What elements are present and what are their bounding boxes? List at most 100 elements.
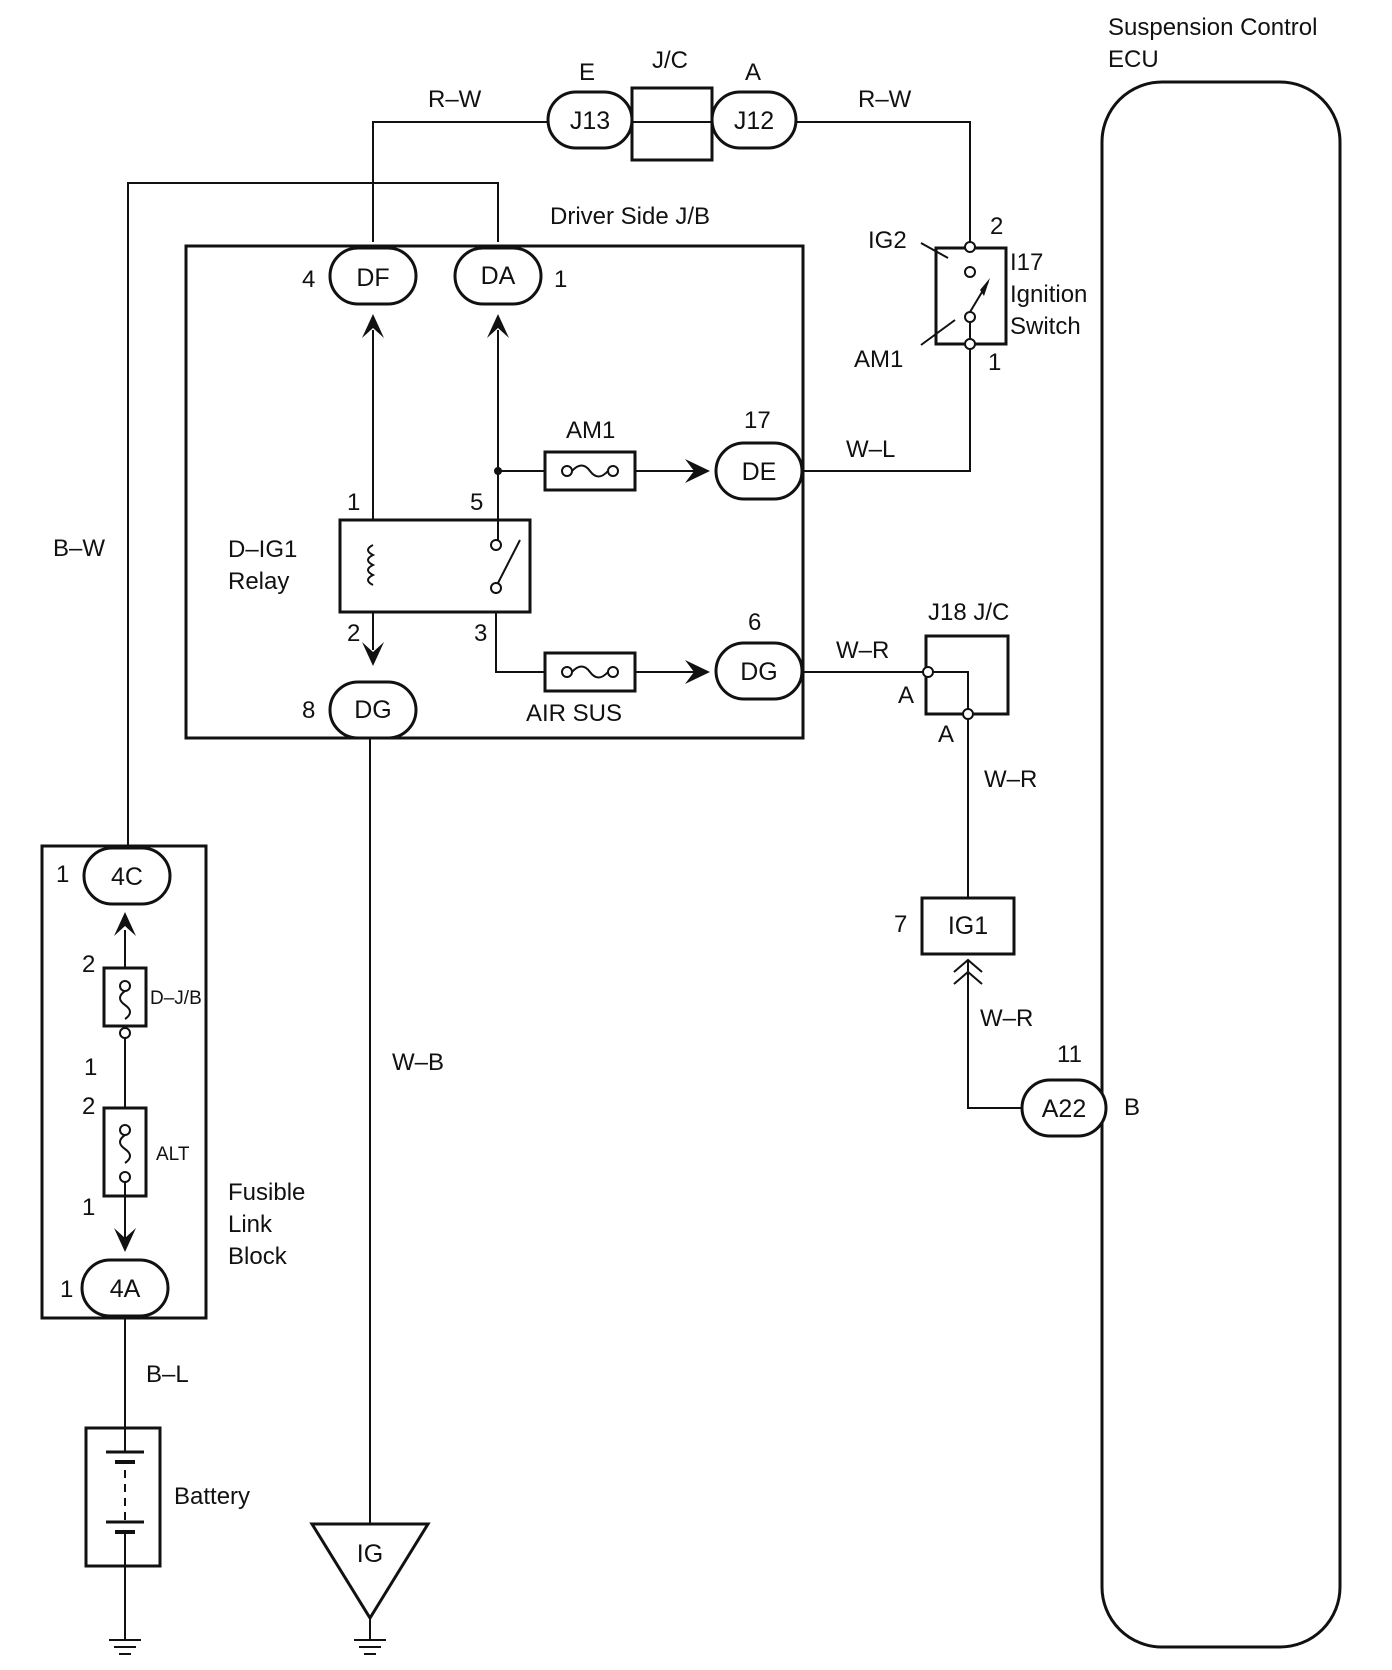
jc-top-left-letter: E bbox=[579, 59, 595, 86]
connector-dg-bottom-pin: 8 bbox=[302, 697, 315, 724]
jc-top-right-letter: A bbox=[745, 59, 761, 86]
fuse-am1-label: AM1 bbox=[566, 417, 615, 444]
jb-title: Driver Side J/B bbox=[550, 203, 710, 230]
wire-label-rw-right: R–W bbox=[858, 86, 912, 113]
fuse-alt-pin-bottom: 1 bbox=[82, 1194, 95, 1221]
connector-4a-pin: 1 bbox=[60, 1276, 73, 1303]
wire-label-bw: B–W bbox=[53, 535, 105, 562]
ecu-connector-letter: B bbox=[1124, 1094, 1140, 1121]
arrow-up-4c bbox=[114, 912, 136, 936]
j18-letter-bottom: A bbox=[938, 721, 954, 748]
ig1-box bbox=[920, 896, 1016, 956]
connector-4c-label: 4C bbox=[111, 863, 143, 891]
wire-label-bl: B–L bbox=[146, 1361, 189, 1388]
fusible-link-title-line3: Block bbox=[228, 1243, 288, 1270]
ig1-pin: 7 bbox=[894, 911, 907, 938]
ecu-outline bbox=[1100, 80, 1342, 1649]
arrow-right-de bbox=[685, 459, 710, 483]
fuse-air-sus-label: AIR SUS bbox=[526, 700, 622, 727]
connector-da-pin: 1 bbox=[554, 266, 567, 293]
junction-connector-j18: J18 J/C A A bbox=[898, 599, 1010, 748]
battery-ground-icon bbox=[109, 1639, 141, 1655]
battery-box bbox=[84, 1426, 162, 1568]
arrow-up-df bbox=[362, 314, 384, 338]
wire-label-wl: W–L bbox=[846, 436, 895, 463]
connector-a22-pin: 11 bbox=[1057, 1041, 1082, 1068]
relay-pin-5: 5 bbox=[470, 489, 483, 516]
connector-df-pin: 4 bbox=[302, 266, 315, 293]
battery: Battery bbox=[84, 1426, 250, 1655]
ignition-label-line3: Switch bbox=[1010, 313, 1081, 340]
connector-dg-right-pin: 6 bbox=[748, 609, 761, 636]
wire-wl bbox=[802, 349, 971, 472]
connector-dg-right-label: DG bbox=[740, 658, 778, 686]
connector-a22 bbox=[1020, 1078, 1108, 1138]
connector-ig1: IG1 7 bbox=[894, 896, 1016, 985]
battery-label: Battery bbox=[174, 1483, 250, 1510]
ecu-title-line1: Suspension Control bbox=[1108, 14, 1317, 41]
fuse-d-jb-pin-bottom: 1 bbox=[84, 1054, 97, 1081]
ignition-label-line2: Ignition bbox=[1010, 281, 1087, 308]
connector-da-label: DA bbox=[481, 262, 516, 290]
fuse-d-jb-pin-top: 2 bbox=[82, 951, 95, 978]
wire-label-wr-2: W–R bbox=[984, 766, 1037, 793]
wire-label-wr-3: W–R bbox=[980, 1005, 1033, 1032]
fuse-d-jb bbox=[102, 966, 148, 1028]
relay-coil bbox=[367, 544, 376, 586]
ignition-pin-1: 1 bbox=[988, 349, 1001, 376]
jc-top-box bbox=[630, 86, 714, 162]
arrow-right-dg bbox=[685, 660, 710, 684]
relay-label-line2: Relay bbox=[228, 568, 289, 595]
ignition-switch-i17: IG2 AM1 2 1 I17 Ignition Switch bbox=[854, 213, 1087, 376]
connector-de-pin: 17 bbox=[744, 407, 771, 434]
relay-pin-3: 3 bbox=[474, 620, 487, 647]
ignition-am1-label: AM1 bbox=[854, 346, 903, 373]
j18-label: J18 J/C bbox=[928, 599, 1009, 626]
wire-label-wr-1: W–R bbox=[836, 637, 889, 664]
wire-label-rw-left: R–W bbox=[428, 86, 482, 113]
fusible-link-block: 4C 1 D–J/B 2 1 ALT 2 1 4A 1 bbox=[40, 844, 208, 1320]
ignition-ig2-label: IG2 bbox=[868, 227, 907, 254]
fusible-link-title-line2: Link bbox=[228, 1211, 273, 1238]
relay-pin-1: 1 bbox=[347, 489, 360, 516]
wire-bw bbox=[127, 182, 499, 848]
wire-rw-right bbox=[796, 121, 971, 242]
j18-letter-left: A bbox=[898, 682, 914, 709]
relay-switch-contact bbox=[497, 539, 521, 584]
jc-top-label: J/C bbox=[652, 47, 688, 74]
connector-4a-label: 4A bbox=[110, 1275, 141, 1303]
connector-j13-label: J13 bbox=[570, 107, 610, 135]
connector-df bbox=[328, 246, 418, 306]
connector-a22-label: A22 bbox=[1042, 1095, 1086, 1123]
wire-label-wb: W–B bbox=[392, 1049, 444, 1076]
wire-rw-left bbox=[372, 121, 548, 242]
relay-pin-2: 2 bbox=[347, 620, 360, 647]
fuse-alt-pin-top: 2 bbox=[82, 1093, 95, 1120]
ig1-label: IG1 bbox=[948, 912, 988, 940]
ignition-label-line1: I17 bbox=[1010, 249, 1043, 276]
ignition-pin-2: 2 bbox=[990, 213, 1003, 240]
connector-j13 bbox=[546, 90, 634, 150]
connector-j12-label: J12 bbox=[734, 107, 774, 135]
fuse-d-jb-label: D–J/B bbox=[150, 988, 202, 1009]
fuse-alt-label: ALT bbox=[156, 1144, 190, 1165]
ground-ig: IG bbox=[309, 1522, 431, 1655]
connector-dg-bottom bbox=[328, 680, 418, 740]
top-junction-connector: J/C E A J13 J12 bbox=[546, 47, 798, 162]
ecu-title-line2: ECU bbox=[1108, 46, 1159, 73]
ground-ig-triangle bbox=[309, 1522, 431, 1621]
wire-wr-3 bbox=[967, 960, 1022, 1109]
arrow-down-4a bbox=[114, 1228, 136, 1252]
ground-ig-icon bbox=[354, 1639, 386, 1655]
connector-4c bbox=[82, 846, 172, 906]
jb-outline bbox=[184, 244, 805, 740]
connector-j12 bbox=[710, 90, 798, 150]
suspension-control-ecu: Suspension Control ECU bbox=[1100, 14, 1342, 1649]
ground-ig-label: IG bbox=[357, 1540, 383, 1568]
relay-label-line1: D–IG1 bbox=[228, 536, 297, 563]
connector-4c-pin: 1 bbox=[56, 861, 69, 888]
relay-d-ig1 bbox=[338, 518, 532, 614]
fusible-link-title-line1: Fusible bbox=[228, 1179, 305, 1206]
arrow-down-dg bbox=[362, 642, 384, 666]
